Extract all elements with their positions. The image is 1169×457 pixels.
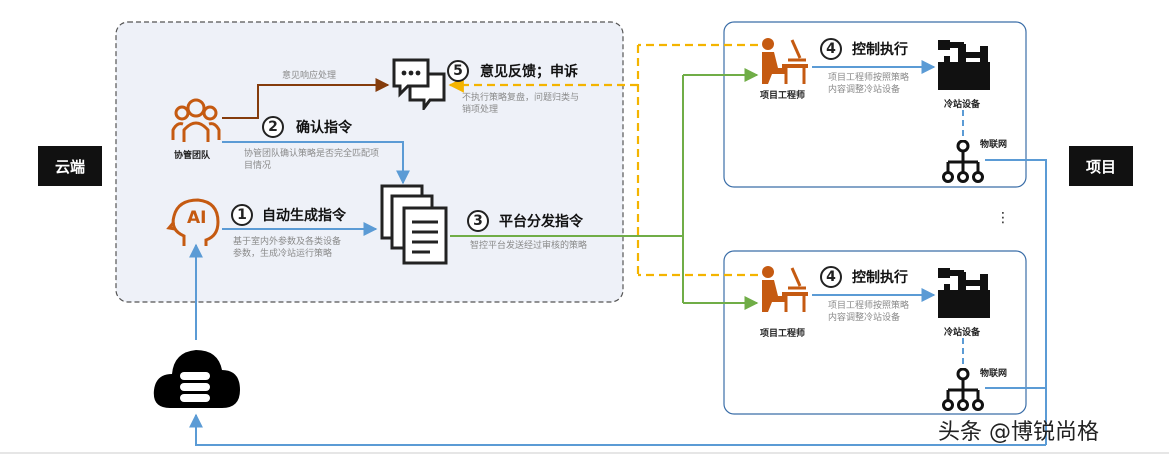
step-4-badge: 4 xyxy=(820,266,842,288)
engineer-icon xyxy=(762,266,808,312)
equipment-label: 冷站设备 xyxy=(944,100,981,110)
step-3-badge: 3 xyxy=(467,210,489,232)
iot-network-icon xyxy=(942,140,984,183)
step-3-title: 平台分发指令 xyxy=(499,214,583,230)
confirm-connector xyxy=(222,141,410,185)
step-4-title: 控制执行 xyxy=(852,42,908,58)
engineer-label: 项目工程师 xyxy=(760,91,806,101)
team-label: 协管团队 xyxy=(174,151,211,161)
step-5-title: 意见反馈；申诉 xyxy=(480,64,578,80)
step-1-desc-line1: 基于室内外参数及各类设备 xyxy=(233,237,342,247)
step-5-badge: 5 xyxy=(447,60,469,82)
step-5-desc-line2: 销项处理 xyxy=(462,105,499,115)
response-note: 意见响应处理 xyxy=(282,71,337,81)
cloud-label: 云端 xyxy=(38,146,102,186)
iot-network-icon xyxy=(942,368,984,411)
equipment-label: 冷站设备 xyxy=(944,328,981,338)
step-1-desc-line2: 参数，生成冷站运行策略 xyxy=(233,249,333,259)
step-4-title: 控制执行 xyxy=(852,270,908,286)
step-2-badge: 2 xyxy=(262,116,284,138)
engineer-icon xyxy=(762,38,808,84)
cloud-panel xyxy=(115,21,624,303)
ai-head-icon xyxy=(166,198,220,246)
step-1-title: 自动生成指令 xyxy=(262,208,346,224)
iot-label: 物联网 xyxy=(980,140,1008,150)
step-1-badge: 1 xyxy=(231,204,253,226)
project-label: 项目 xyxy=(1069,146,1133,186)
chiller-equipment-icon xyxy=(938,40,990,90)
step-2-desc-line1: 协管团队确认策略是否完全匹配项 xyxy=(244,149,380,159)
step-4-badge: 4 xyxy=(820,38,842,60)
return-connector xyxy=(189,413,1046,446)
team-icon xyxy=(171,98,221,142)
engineer-label: 项目工程师 xyxy=(760,329,806,339)
step-2-desc-line2: 目情况 xyxy=(244,161,272,171)
step-2-title: 确认指令 xyxy=(296,120,352,136)
response-connector xyxy=(222,78,390,119)
documents-icon xyxy=(380,184,448,265)
chat-bubbles-icon xyxy=(392,58,446,110)
step-4-desc-line1: 项目工程师按照策略 xyxy=(828,301,910,311)
step-4-desc-line1: 项目工程师按照策略 xyxy=(828,73,910,83)
step-5-desc-line1: 不执行策略复盘，问题归类与 xyxy=(462,93,580,103)
more-projects-ellipsis: ⋮ xyxy=(996,210,1010,226)
step-4-desc-line2: 内容调整冷站设备 xyxy=(828,313,901,323)
step-4-desc-line2: 内容调整冷站设备 xyxy=(828,85,901,95)
watermark: 头条 @博锐尚格 xyxy=(938,420,1099,445)
step-3-desc: 智控平台发送经过审核的策略 xyxy=(470,241,588,251)
chiller-equipment-icon xyxy=(938,268,990,318)
cloud-database-icon xyxy=(153,350,240,408)
ai-label: AI xyxy=(187,208,207,228)
iot-label: 物联网 xyxy=(980,369,1008,379)
